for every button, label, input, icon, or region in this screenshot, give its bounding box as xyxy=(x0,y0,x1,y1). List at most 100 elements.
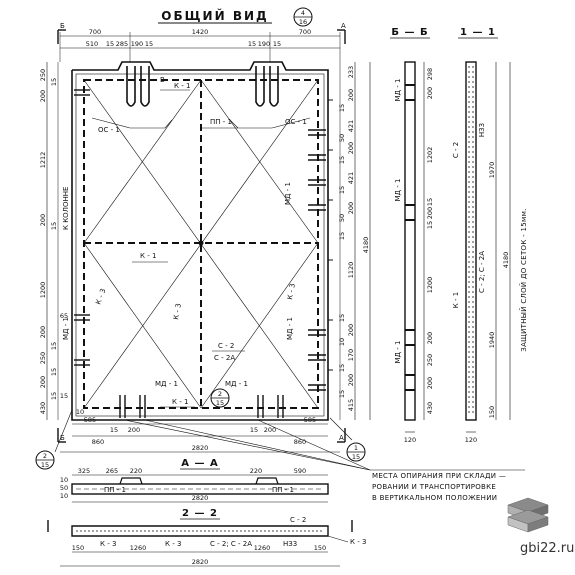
label-md1-right-lower: МД - 1 xyxy=(286,317,294,340)
panel-outline xyxy=(71,61,333,421)
main-view-title: ОБЩИЙ ВИД xyxy=(161,8,268,23)
svg-text:15: 15 xyxy=(50,368,58,376)
callout-2-15-center: 2 15 xyxy=(210,388,230,408)
svg-text:50: 50 xyxy=(338,134,346,142)
svg-text:1970: 1970 xyxy=(488,162,496,179)
svg-text:15: 15 xyxy=(338,390,346,398)
label-os1-right: ОС - 1 xyxy=(285,118,307,126)
svg-text:190: 190 xyxy=(131,40,143,48)
svg-text:МД - 1: МД - 1 xyxy=(394,79,402,102)
svg-text:1200: 1200 xyxy=(39,282,47,299)
svg-text:285: 285 xyxy=(116,40,128,48)
svg-text:С - 2; С - 2А: С - 2; С - 2А xyxy=(210,540,252,548)
label-k1-top: К - 1 xyxy=(174,82,190,90)
label-md1-left: МД - 1 xyxy=(62,317,70,340)
svg-text:15: 15 xyxy=(60,392,68,400)
lifting-loop-left xyxy=(126,66,150,107)
section-1-1: 1 — 1 С - 2 НЗ3 С - 2; С - 2А К - 1 1970… xyxy=(452,27,511,444)
svg-text:590: 590 xyxy=(294,467,306,475)
svg-text:150: 150 xyxy=(314,544,326,552)
main-view: ОБЩИЙ ВИД Б А 4 16 700 xyxy=(35,7,371,470)
svg-text:15: 15 xyxy=(338,232,346,240)
watermark-logo: gbi22.ru xyxy=(507,497,574,556)
callout-1-15-right: 1 15 xyxy=(329,417,366,462)
svg-text:10: 10 xyxy=(338,338,346,346)
svg-text:К - 1: К - 1 xyxy=(452,292,460,308)
svg-text:15: 15 xyxy=(145,40,153,48)
svg-text:К - 3: К - 3 xyxy=(100,540,116,548)
svg-text:Б: Б xyxy=(60,434,65,442)
svg-text:200: 200 xyxy=(426,207,434,219)
svg-text:15: 15 xyxy=(50,78,58,86)
cut-marker-b-top: Б xyxy=(57,22,66,44)
embedded-plates-left xyxy=(74,89,90,366)
support-note-line-1: МЕСТА ОПИРАНИЯ ПРИ СКЛАДИ — xyxy=(372,472,506,480)
svg-text:НЗ3: НЗ3 xyxy=(283,540,297,548)
svg-text:ПП - 1: ПП - 1 xyxy=(272,486,294,494)
svg-text:200: 200 xyxy=(426,377,434,389)
svg-text:15: 15 xyxy=(426,221,434,229)
svg-text:200: 200 xyxy=(347,324,355,336)
support-note-line-3: В ВЕРТИКАЛЬНОМ ПОЛОЖЕНИИ xyxy=(372,494,497,502)
svg-text:2820: 2820 xyxy=(192,444,209,452)
svg-text:15: 15 xyxy=(106,40,114,48)
svg-text:2820: 2820 xyxy=(192,558,209,566)
label-c2: С - 2 xyxy=(218,342,234,350)
svg-text:К - 3: К - 3 xyxy=(165,540,181,548)
embedded-plates-bottom xyxy=(119,395,284,418)
label-os1-left: ОС - 1 xyxy=(98,126,120,134)
svg-text:1202: 1202 xyxy=(426,147,434,164)
plan-labels: В К - 1 ПП - 1 ОС - 1 ОС - 1 МД - 1 К КО… xyxy=(62,76,307,408)
right-dimensions: 233 200 421 200 421 200 1120 200 170 200… xyxy=(338,62,371,420)
svg-text:585: 585 xyxy=(84,416,96,424)
top-dimensions: 700 1420 700 510 15 285 190 15 15 190 15 xyxy=(59,28,341,62)
svg-text:15: 15 xyxy=(216,399,224,407)
cut-label-a: А xyxy=(341,22,346,30)
svg-text:15: 15 xyxy=(426,198,434,206)
svg-text:200: 200 xyxy=(347,142,355,154)
svg-text:200: 200 xyxy=(39,214,47,226)
label-k1-bottom: К - 1 xyxy=(172,398,188,406)
svg-text:250: 250 xyxy=(39,69,47,81)
svg-text:200: 200 xyxy=(426,332,434,344)
svg-text:15: 15 xyxy=(338,104,346,112)
svg-text:1200: 1200 xyxy=(426,277,434,294)
left-dimensions: 250 200 1212 200 1200 200 250 200 430 15… xyxy=(39,62,84,420)
cover-note: ЗАЩИТНЫЙ СЛОЙ ДО СЕТОК - 15мм. xyxy=(519,208,528,351)
label-v: В xyxy=(160,76,165,84)
svg-text:233: 233 xyxy=(347,66,355,78)
label-k3-right: К - 3 xyxy=(286,283,297,301)
label-k3-mid: К - 3 xyxy=(172,303,183,321)
svg-text:ПП - 1: ПП - 1 xyxy=(104,486,126,494)
label-c2a: С - 2А xyxy=(214,354,235,362)
bottom-dimensions: 585 15 200 15 200 585 860 860 2820 15 xyxy=(60,392,340,453)
label-k-kolonne: К КОЛОННЕ xyxy=(62,187,70,230)
svg-text:4: 4 xyxy=(301,9,305,17)
svg-text:200: 200 xyxy=(347,89,355,101)
svg-text:700: 700 xyxy=(89,28,101,36)
svg-text:50: 50 xyxy=(338,214,346,222)
svg-text:10: 10 xyxy=(60,476,68,484)
svg-text:860: 860 xyxy=(92,438,104,446)
svg-text:585: 585 xyxy=(304,416,316,424)
svg-text:220: 220 xyxy=(250,467,262,475)
svg-text:1260: 1260 xyxy=(130,544,147,552)
svg-text:430: 430 xyxy=(39,402,47,414)
svg-text:50: 50 xyxy=(60,484,68,492)
svg-text:120: 120 xyxy=(404,436,416,444)
svg-text:4180: 4180 xyxy=(502,252,510,269)
svg-text:С - 2: С - 2 xyxy=(290,516,306,524)
svg-text:220: 220 xyxy=(130,467,142,475)
svg-text:16: 16 xyxy=(299,18,307,26)
svg-text:250: 250 xyxy=(426,354,434,366)
svg-text:15: 15 xyxy=(50,222,58,230)
svg-text:150: 150 xyxy=(488,406,496,418)
section-1-title: 1 — 1 xyxy=(460,27,496,38)
svg-text:НЗ3: НЗ3 xyxy=(478,123,486,137)
section-b-title: Б — Б xyxy=(391,27,428,38)
svg-text:15: 15 xyxy=(41,461,49,469)
svg-text:265: 265 xyxy=(106,467,118,475)
svg-text:421: 421 xyxy=(347,120,355,132)
svg-text:1: 1 xyxy=(354,444,358,452)
svg-text:15: 15 xyxy=(338,186,346,194)
